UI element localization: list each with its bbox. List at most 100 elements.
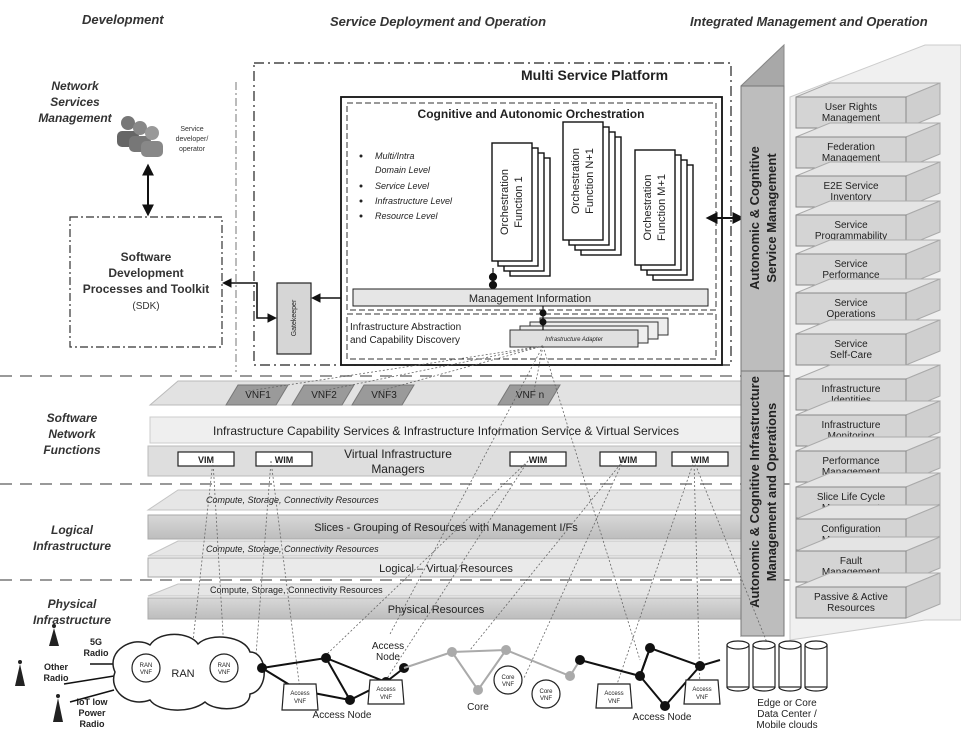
- datacenter-cylinder: [778, 640, 802, 692]
- svg-text:Service: Service: [180, 126, 203, 133]
- svg-text:Core: Core: [501, 675, 515, 681]
- svg-text:Service Level: Service Level: [375, 181, 430, 191]
- logical-virtual-label: Logical – Virtual Resources: [379, 563, 513, 575]
- gatekeeper-box: [276, 282, 312, 355]
- vnf-label: VNF1: [245, 390, 271, 401]
- svg-text:Radio: Radio: [83, 648, 109, 658]
- orchestration-function-label: Function N+1: [584, 148, 596, 214]
- svg-text:Processes and Toolkit: Processes and Toolkit: [83, 282, 210, 296]
- mgmt-box-label: Service: [834, 339, 868, 350]
- svg-text:Resource Level: Resource Level: [375, 211, 439, 221]
- ran-label: RAN: [171, 668, 194, 680]
- sdk-label: Software Development Processes and Toolk…: [83, 250, 210, 296]
- cao-title: Cognitive and Autonomic Orchestration: [418, 107, 645, 121]
- svg-text:Virtual Infrastructure: Virtual Infrastructure: [344, 447, 452, 461]
- core-label: Core: [467, 702, 489, 713]
- mgmt-box-label: Infrastructure: [822, 384, 881, 395]
- svg-text:Management: Management: [38, 111, 112, 125]
- vim-managers-label: Virtual Infrastructure Managers: [344, 447, 452, 476]
- vnf-shape: [291, 384, 355, 406]
- label-logical-infrastructure: Logical Infrastructure: [33, 523, 111, 553]
- svg-text:Software: Software: [47, 411, 98, 425]
- ran-cloud: [112, 633, 265, 711]
- label-software-network-functions: Software Network Functions: [43, 411, 101, 457]
- acim-bar: [740, 370, 785, 637]
- svg-text:Managers: Managers: [371, 462, 424, 476]
- mgmt-box-label: Service: [834, 259, 868, 270]
- datacenter-cylinders: [726, 640, 828, 692]
- gatekeeper-label: Gatekeeper: [291, 299, 298, 336]
- mgmt-box: [795, 586, 907, 619]
- vim-label: WIM: [619, 455, 638, 465]
- mgmt-box: [795, 333, 907, 366]
- mgmt-box-label: User Rights: [825, 102, 877, 113]
- slices-label: Slices - Grouping of Resources with Mana…: [314, 522, 578, 534]
- vnf-label: VNF2: [311, 390, 337, 401]
- mgmt-box: [795, 292, 907, 325]
- sdk-box: [69, 216, 223, 348]
- management-information-bar: [352, 288, 709, 307]
- ran-vnf-circles: [131, 653, 239, 683]
- svg-text:Infrastructure Level: Infrastructure Level: [375, 196, 453, 206]
- column-service-deployment: Service Deployment and Operation: [330, 14, 546, 29]
- infra-abstraction-box: [346, 313, 717, 360]
- access-node-label-1: Access Node: [313, 710, 372, 721]
- label-network-services-management: Network Services Management: [38, 79, 112, 125]
- datacenter-cylinder: [752, 640, 776, 692]
- mgmt-box-label: Service: [834, 220, 868, 231]
- mapping-lines: [189, 345, 771, 691]
- svg-text:VNF: VNF: [294, 699, 306, 705]
- svg-text:Access: Access: [372, 641, 404, 652]
- access-vnf-boxes: [281, 679, 721, 711]
- svg-text:VNF: VNF: [540, 696, 552, 702]
- mgmt-box-label: Operations: [827, 309, 876, 320]
- svg-text:Infrastructure Abstraction: Infrastructure Abstraction: [350, 322, 461, 333]
- mgmt-box-label: Resources: [827, 603, 875, 614]
- slices-bar: [147, 514, 743, 540]
- mgmt-box-label: Management: [822, 113, 881, 124]
- orch-connectors: [488, 268, 498, 290]
- vnf-label: VNF n: [516, 390, 544, 401]
- orchestration-function-label: Orchestration: [499, 169, 511, 235]
- svg-text:VNF: VNF: [140, 670, 152, 676]
- vnf-shape: [351, 384, 415, 406]
- svg-text:VNF: VNF: [608, 699, 620, 705]
- column-integrated-mgmt: Integrated Management and Operation: [690, 14, 928, 29]
- sdk-abbrev: (SDK): [132, 301, 159, 312]
- vnf-label: VNF3: [371, 390, 397, 401]
- mgmt-box-label: Self-Care: [830, 350, 873, 361]
- management-function-boxes: User RightsManagementFederationManagemen…: [789, 44, 961, 641]
- cao-levels: Multi/Intra Domain Level Service Level I…: [359, 151, 453, 221]
- svg-text:Node: Node: [376, 652, 400, 663]
- svg-text:and Capability Discovery: and Capability Discovery: [350, 335, 460, 346]
- mgmt-box-label: Configuration: [821, 524, 880, 535]
- mgmt-box-label: Inventory: [830, 192, 871, 203]
- svg-text:VNF: VNF: [696, 695, 708, 701]
- svg-text:RAN: RAN: [218, 663, 231, 669]
- svg-text:Access: Access: [604, 691, 623, 697]
- svg-text:Services: Services: [50, 95, 100, 109]
- svg-text:Edge or Core: Edge or Core: [757, 698, 817, 709]
- core-nodes: [447, 645, 575, 695]
- radio-links: [63, 663, 115, 703]
- svg-text:Autonomic & Cognitive: Autonomic & Cognitive: [747, 146, 762, 290]
- vim-label: WIM: [275, 455, 294, 465]
- svg-text:Infrastructure: Infrastructure: [33, 613, 111, 627]
- svg-text:Power: Power: [78, 708, 106, 718]
- svg-text:Radio: Radio: [79, 719, 105, 729]
- acsm-bar: [740, 85, 785, 372]
- msp-title: Multi Service Platform: [521, 67, 668, 83]
- radio-labels: 5G Radio Other Radio IoT low Power Radio: [43, 637, 109, 729]
- infra-adapter-label: Infrastructure Adapter: [545, 337, 604, 343]
- access-node-label-2: Access Node: [372, 641, 404, 663]
- actor-label: Service developer/ operator: [176, 126, 209, 153]
- column-development: Development: [82, 12, 164, 27]
- svg-text:Domain Level: Domain Level: [375, 165, 431, 175]
- mgmt-box-label: Service: [834, 298, 868, 309]
- vim-box: [177, 451, 235, 467]
- ic-services-label: Infrastructure Capability Services & Inf…: [213, 424, 679, 438]
